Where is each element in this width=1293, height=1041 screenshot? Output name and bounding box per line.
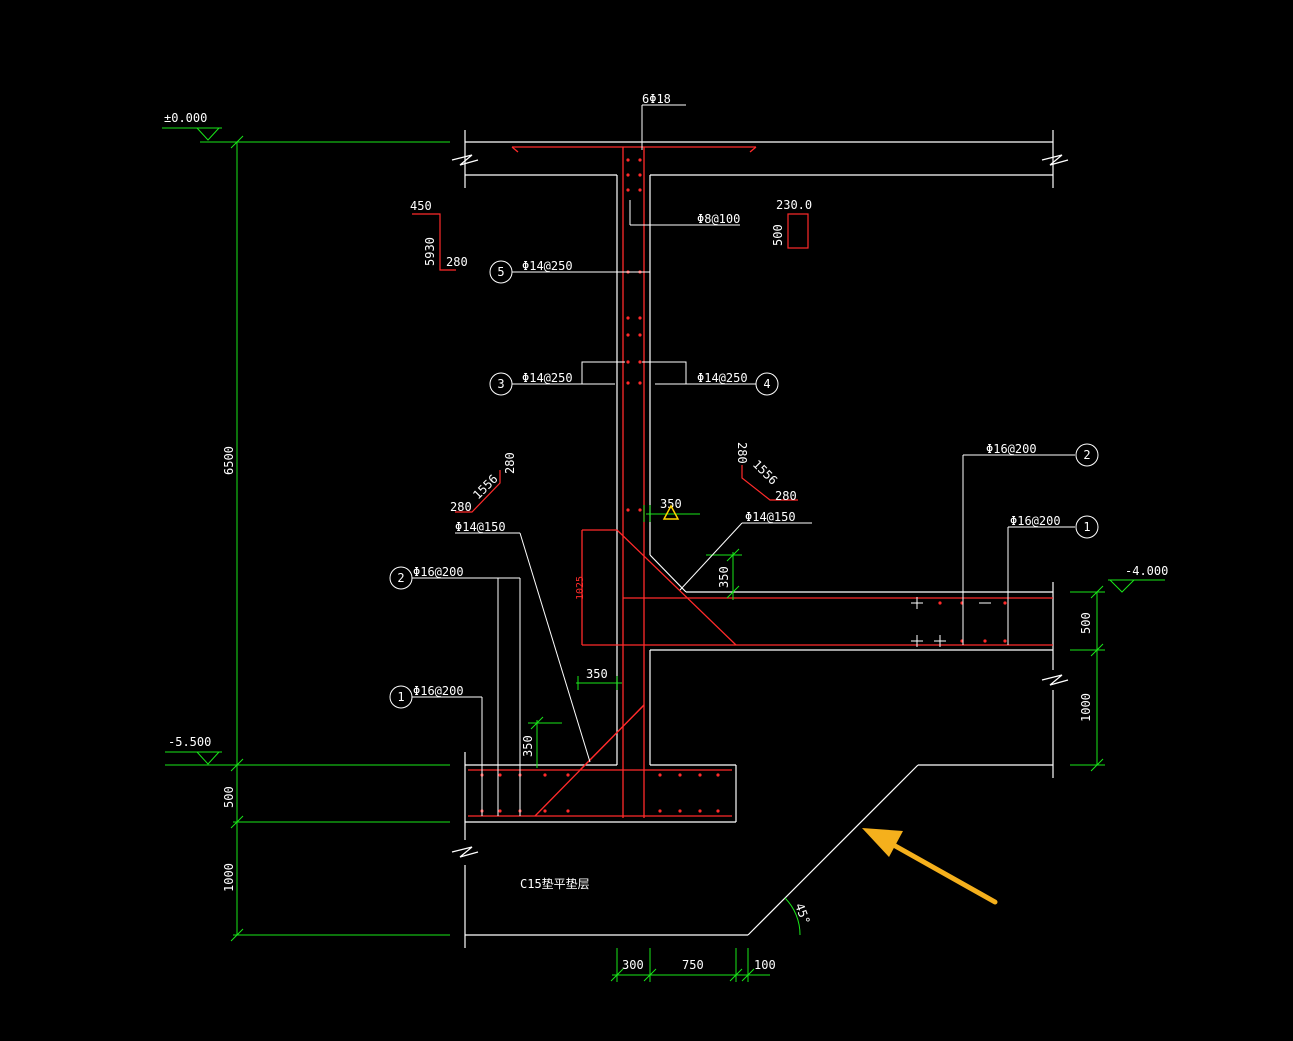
bar-mark-4: 4 — [763, 377, 770, 391]
rebar-layout — [468, 146, 1053, 818]
bar-mark-2-right: 2 — [1083, 448, 1090, 462]
dim-500-left: 500 — [222, 786, 236, 808]
bar-mark-1-right: 1 — [1083, 520, 1090, 534]
dim-750: 750 — [682, 958, 704, 972]
dim-500-right: 500 — [1079, 612, 1093, 634]
shape-left-280a: 280 — [450, 500, 472, 514]
bar-mark-3: 3 — [497, 377, 504, 391]
dim-1000-right: 1000 — [1079, 693, 1093, 722]
shape-stirrup-h: 500 — [771, 224, 785, 246]
shape-stirrup-w: 230.0 — [776, 198, 812, 212]
pointer-arrow-icon — [862, 828, 998, 905]
dim-300: 300 — [622, 958, 644, 972]
label-slab-bot-right: Φ16@200 — [1010, 514, 1061, 528]
angle-45: 45° — [792, 901, 813, 926]
dim-350-low: 350 — [521, 735, 535, 757]
concrete-outline — [451, 130, 1069, 948]
label-slab-top-right: Φ16@200 — [986, 442, 1037, 456]
shape-right-280a: 280 — [735, 442, 749, 464]
bent-bar-shapes — [412, 213, 809, 513]
label-bar4: Φ14@250 — [697, 371, 748, 385]
label-bar3: Φ14@250 — [522, 371, 573, 385]
dim-1025: 1025 — [575, 576, 586, 600]
label-base-top-left: Φ16@200 — [413, 565, 464, 579]
label-base-bot-left: Φ16@200 — [413, 684, 464, 698]
label-haunch-left: Φ14@150 — [455, 520, 506, 534]
label-bar5: Φ14@250 — [522, 259, 573, 273]
dimension-lines — [165, 135, 1105, 982]
dim-1000-left: 1000 — [222, 863, 236, 892]
shape-left-280b: 280 — [503, 452, 517, 474]
bar-mark-5: 5 — [497, 265, 504, 279]
warning-triangle-icon — [662, 504, 680, 520]
elevation-mid: -4.000 — [1125, 564, 1168, 578]
dim-100: 100 — [754, 958, 776, 972]
blinding-note: C15垫平垫层 — [520, 876, 590, 891]
dim-350-wall: 350 — [660, 497, 682, 511]
shape-280-hook: 280 — [446, 255, 468, 269]
rebar-dots — [480, 158, 1007, 813]
shape-450: 450 — [410, 199, 432, 213]
elevation-bottom: -5.500 — [168, 735, 211, 749]
label-haunch-right: Φ14@150 — [745, 510, 796, 524]
label-stirrup: Φ8@100 — [697, 212, 740, 226]
bar-mark-circles — [389, 260, 1099, 709]
bar-mark-2-left: 2 — [397, 571, 404, 585]
shape-5930: 5930 — [423, 237, 437, 266]
bar-mark-1-left: 1 — [397, 690, 404, 704]
dim-350-haunch-right: 350 — [717, 566, 731, 588]
elevation-top: ±0.000 — [164, 111, 207, 125]
dim-350-haunch-left: 350 — [586, 667, 608, 681]
leader-lines — [412, 104, 1075, 816]
shape-right-1556: 1556 — [750, 457, 780, 487]
label-top-bars: 6Φ18 — [642, 92, 671, 106]
elevation-markers — [162, 127, 1165, 765]
dim-6500: 6500 — [222, 446, 236, 475]
cross-markers — [911, 597, 991, 647]
shape-right-280b: 280 — [775, 489, 797, 503]
